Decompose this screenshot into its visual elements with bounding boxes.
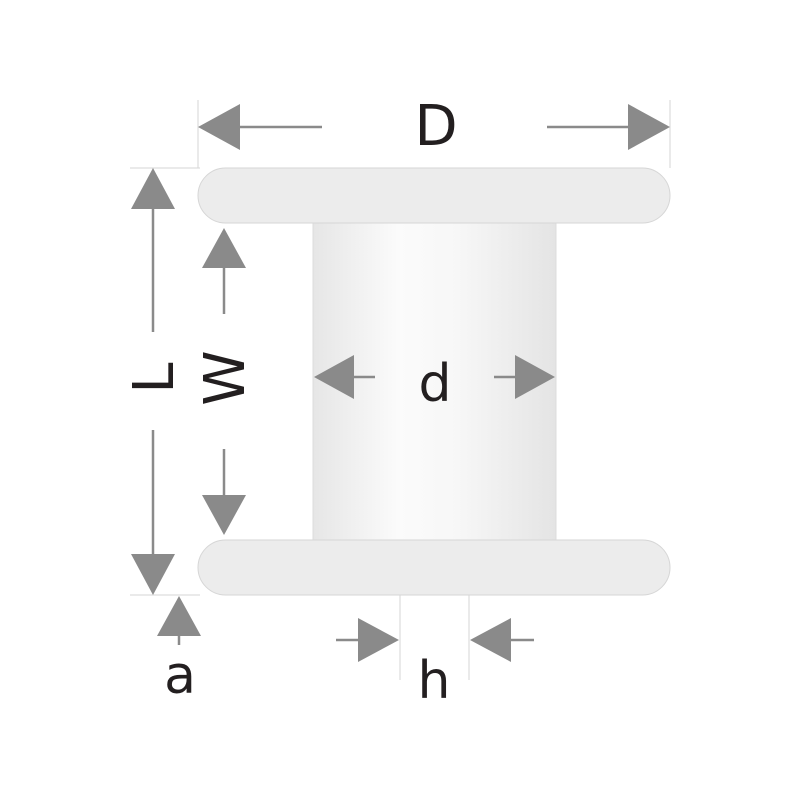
top-flange [197,167,671,224]
dimension-D [198,104,670,150]
label-W: W [193,350,258,405]
dimension-h [336,618,534,662]
arrow-right-icon [628,104,670,150]
arrow-left-icon [470,618,511,662]
arrow-down-icon [202,495,246,535]
bottom-flange [197,539,671,596]
arrow-up-icon [202,228,246,268]
dimension-W [202,228,246,535]
dimension-L [131,168,175,595]
arrow-left-icon [314,355,354,399]
arrow-up-icon [157,596,201,636]
label-a: a [164,646,196,706]
arrow-left-icon [198,104,240,150]
dimension-d [314,355,555,399]
label-L: L [122,362,187,393]
arrow-right-icon [515,355,555,399]
label-D: D [414,94,457,159]
arrow-up-icon [131,168,175,209]
arrow-down-icon [131,554,175,595]
label-h: h [418,651,451,711]
arrow-right-icon [358,618,399,662]
label-d: d [418,354,451,414]
dimension-a [157,596,201,645]
